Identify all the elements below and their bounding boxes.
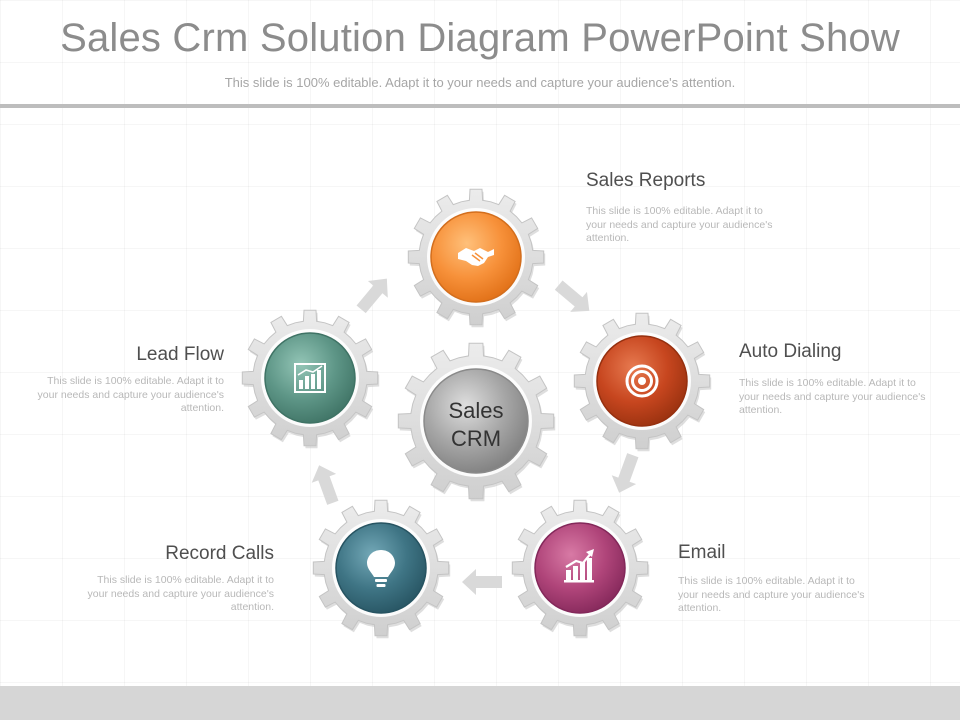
arrow-calls-to-lead — [311, 465, 339, 505]
center-label-line2: CRM — [451, 426, 501, 451]
gear-record-calls — [312, 499, 451, 639]
label-email: Email — [678, 542, 726, 563]
center-label-line1: Sales — [448, 398, 503, 423]
desc-email: This slide is 100% editable. Adapt it to… — [678, 575, 865, 614]
flow-arrows — [311, 278, 639, 595]
slide-title: Sales Crm Solution Diagram PowerPoint Sh… — [60, 16, 900, 60]
desc-auto-dialing: This slide is 100% editable. Adapt it to… — [739, 377, 926, 416]
gear-lead-flow — [241, 309, 380, 449]
arrow-lead-to-reports — [356, 278, 388, 314]
handshake-icon — [458, 248, 494, 266]
label-lead-flow: Lead Flow — [136, 344, 224, 365]
label-sales-reports: Sales Reports — [586, 170, 706, 191]
target-icon — [625, 364, 659, 398]
crm-gear-diagram: Sales CRM — [241, 188, 712, 639]
growth-chart-icon — [564, 549, 594, 583]
label-auto-dialing: Auto Dialing — [739, 341, 842, 362]
lightbulb-icon — [367, 550, 395, 587]
title-divider — [0, 104, 960, 108]
desc-sales-reports: This slide is 100% editable. Adapt it to… — [586, 205, 773, 244]
gear-center — [397, 342, 556, 502]
arrow-reports-to-dialing — [554, 280, 590, 312]
desc-lead-flow: This slide is 100% editable. Adapt it to… — [37, 375, 224, 414]
desc-record-calls: This slide is 100% editable. Adapt it to… — [87, 574, 274, 613]
arrow-email-to-calls — [462, 569, 502, 595]
arrow-dialing-to-email — [611, 453, 639, 493]
label-record-calls: Record Calls — [165, 543, 274, 564]
footer-bar — [0, 686, 960, 720]
bar-chart-icon — [294, 363, 326, 393]
slide-subtitle: This slide is 100% editable. Adapt it to… — [224, 75, 736, 90]
